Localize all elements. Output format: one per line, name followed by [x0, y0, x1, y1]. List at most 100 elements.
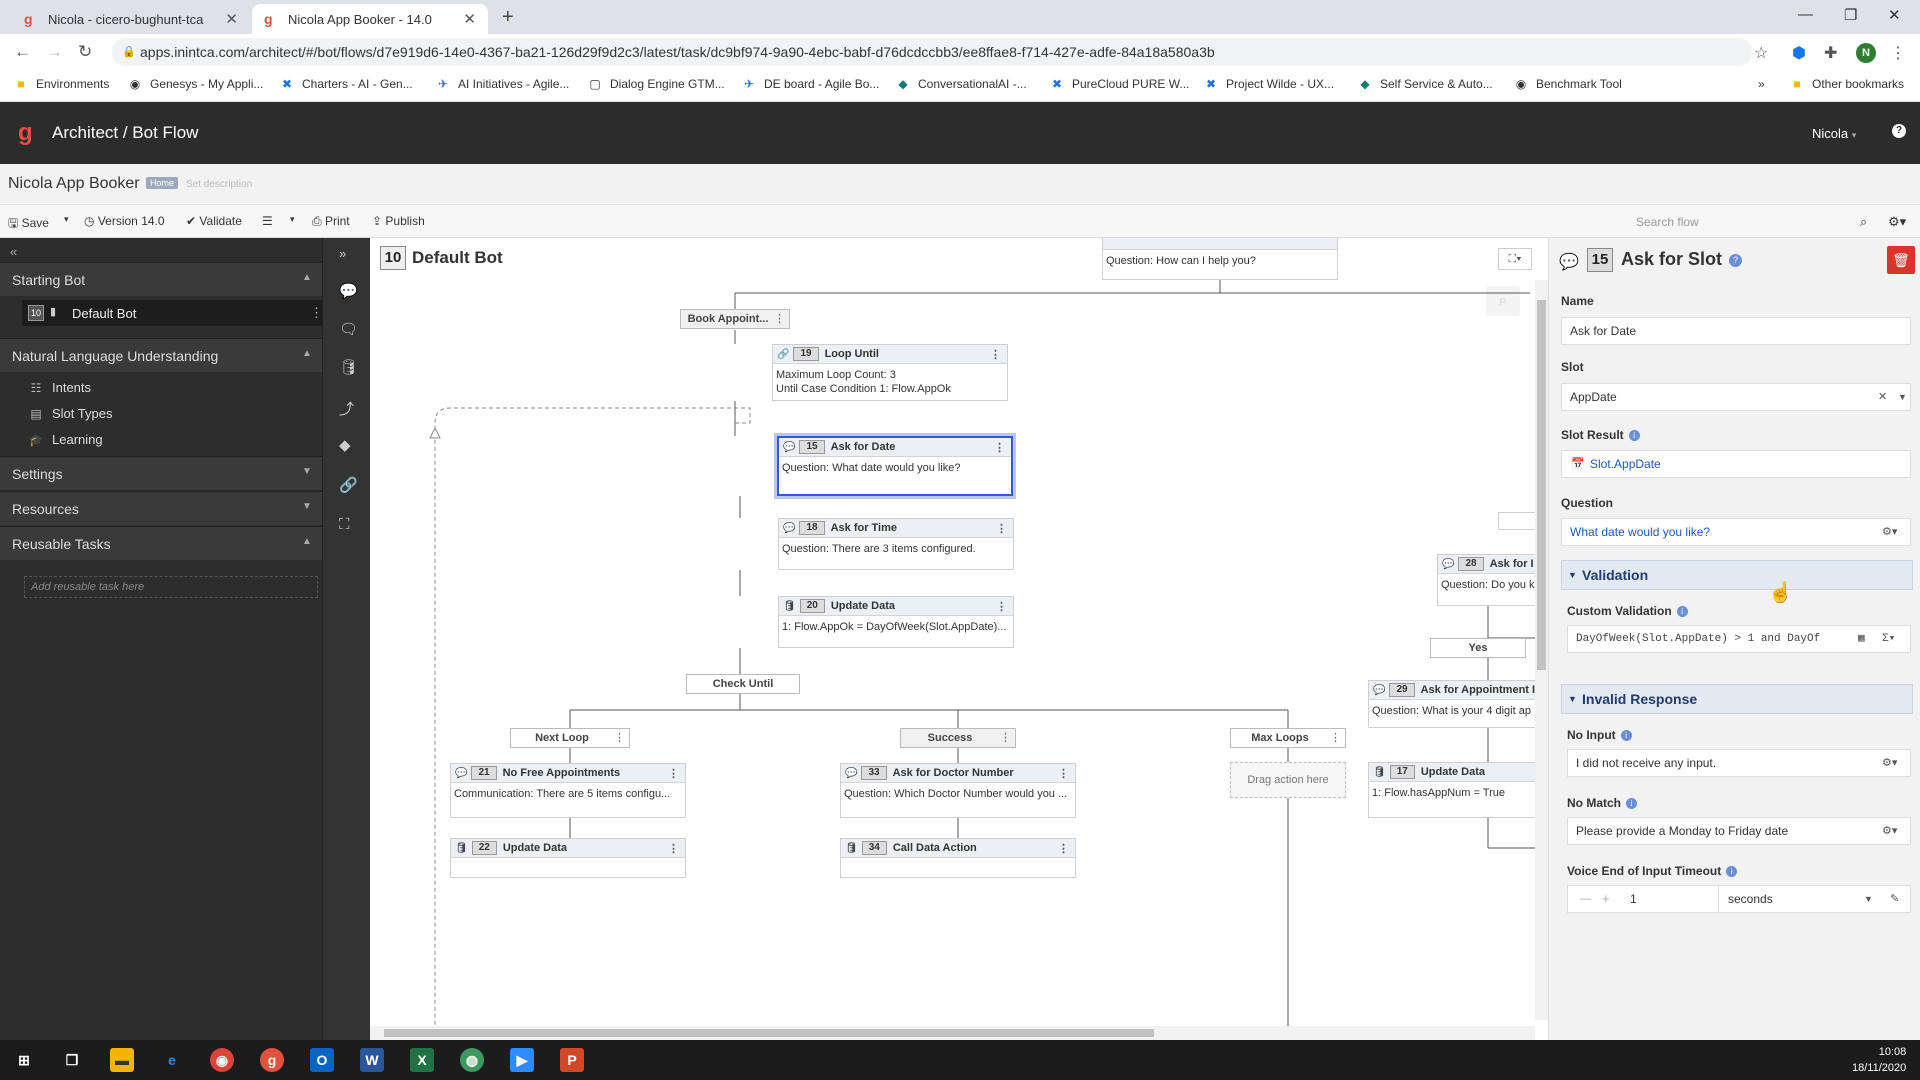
path-yes[interactable]: Yes	[1430, 638, 1526, 658]
save-button[interactable]: 🖫 Save	[8, 214, 49, 235]
question-input[interactable]: What date would you like? ⚙▾	[1561, 518, 1911, 546]
decision-icon[interactable]: ◆	[339, 437, 351, 454]
outlook-icon[interactable]: O	[310, 1048, 334, 1072]
bookmark-item[interactable]: ✖PureCloud PURE W...	[1050, 77, 1189, 91]
new-tab-button[interactable]: +	[502, 6, 514, 28]
sidebar-item-slot-types[interactable]: ▤Slot Types	[28, 406, 112, 421]
drag-action-dropzone[interactable]: Drag action here	[1230, 762, 1346, 798]
search-flow-input[interactable]	[1630, 210, 1870, 234]
excel-icon[interactable]: X	[410, 1048, 434, 1072]
no-input-field[interactable]: I did not receive any input. ⚙▾	[1567, 749, 1911, 777]
genesys-app-icon[interactable]: ɡ	[260, 1048, 284, 1072]
delete-action-button[interactable]: 🗑	[1887, 246, 1915, 274]
close-tab-icon[interactable]: ✕	[225, 11, 238, 28]
vertical-scroll-thumb[interactable]	[1537, 300, 1546, 670]
system-clock[interactable]: 10:08 18/11/2020	[1852, 1044, 1906, 1076]
file-explorer-icon[interactable]: ▬	[110, 1048, 134, 1072]
more-options-icon[interactable]: ⋮	[990, 348, 1001, 361]
more-options-icon[interactable]: ⋮	[996, 522, 1007, 535]
no-match-field[interactable]: Please provide a Monday to Friday date ⚙…	[1567, 817, 1911, 845]
more-options-icon[interactable]: ⋮	[1058, 767, 1069, 780]
list-icon[interactable]: ☰	[262, 214, 273, 228]
more-options-icon[interactable]: ⋮	[1330, 732, 1341, 744]
pencil-icon[interactable]: ✎	[1890, 893, 1900, 905]
clear-icon[interactable]: ✕	[1878, 391, 1888, 403]
search-icon[interactable]: ⌕	[1860, 214, 1868, 229]
section-nlu[interactable]: Natural Language Understanding ▲	[0, 338, 322, 372]
sidebar-item-learning[interactable]: 🎓Learning	[28, 432, 103, 447]
section-starting-bot[interactable]: Starting Bot ▲	[0, 262, 322, 296]
bookmark-item[interactable]: ✈DE board - Agile Bo...	[742, 77, 879, 91]
browser-menu-icon[interactable]: ⋮	[1890, 45, 1906, 62]
user-menu[interactable]: Nicola ▾	[1812, 126, 1856, 141]
path-book-appointment[interactable]: Book Appoint...⋮	[680, 309, 790, 329]
more-options-icon[interactable]: ⋮	[668, 767, 679, 780]
add-reusable-task-dropzone[interactable]: Add reusable task here	[24, 576, 318, 598]
minus-icon[interactable]: —	[1580, 893, 1591, 905]
horizontal-scrollbar[interactable]	[370, 1026, 1535, 1040]
zoom-search-icon[interactable]: ⌕	[1486, 286, 1520, 316]
more-options-icon[interactable]: ⋮	[1058, 842, 1069, 855]
sigma-icon[interactable]: Σ▾	[1882, 626, 1896, 652]
close-window-icon[interactable]: ✕	[1888, 7, 1901, 24]
more-options-icon[interactable]: ⋮	[994, 441, 1005, 454]
expand-toolbox-icon[interactable]: »	[339, 246, 347, 261]
url-field[interactable]: 🔒 apps.inintca.com/architect/#/bot/flows…	[112, 38, 1752, 66]
collapse-sidebar-icon[interactable]: «	[10, 244, 18, 259]
bookmark-star-icon[interactable]: ☆	[1754, 45, 1769, 62]
settings-gear-icon[interactable]: ⚙▾	[1888, 214, 1907, 229]
more-options-icon[interactable]: ⋮	[668, 842, 679, 855]
bookmark-item[interactable]: ◆ConversationalAI -...	[896, 77, 1026, 91]
set-description-link[interactable]: Set description	[186, 179, 253, 190]
more-options-icon[interactable]: ⋮	[310, 305, 323, 320]
close-tab-icon[interactable]: ✕	[463, 11, 476, 28]
slot-result-field[interactable]: 📅 Slot.AppDate	[1561, 450, 1911, 478]
bookmark-item[interactable]: ▢Dialog Engine GTM...	[588, 77, 724, 91]
breadcrumb[interactable]: Architect / Bot Flow	[52, 123, 199, 142]
more-options-icon[interactable]: ⋮	[614, 732, 625, 744]
more-options-icon[interactable]: ⋮	[996, 600, 1007, 613]
info-icon[interactable]: i	[1620, 729, 1632, 741]
layout-menu-button[interactable]: ⛶▾	[1498, 248, 1532, 270]
globe-app-icon[interactable]: ◍	[460, 1048, 484, 1072]
save-dropdown-icon[interactable]: ▾	[64, 214, 69, 224]
flow-icon[interactable]: ⤴	[339, 401, 355, 418]
data-icon[interactable]: 🛢	[339, 359, 359, 376]
more-options-icon[interactable]: ⋮	[774, 313, 785, 325]
path-success[interactable]: Success⋮	[900, 728, 1016, 748]
info-icon[interactable]: i	[1626, 797, 1637, 809]
communicate-icon[interactable]: 🗨	[339, 321, 359, 338]
reload-icon[interactable]: ↻	[78, 42, 93, 61]
link-icon[interactable]: 🔗	[339, 477, 358, 494]
vertical-scrollbar[interactable]	[1535, 280, 1548, 1020]
path-max-loops[interactable]: Max Loops⋮	[1230, 728, 1346, 748]
timeout-stepper[interactable]: — + 1 seconds ▼ ✎	[1567, 885, 1911, 913]
zoom-icon[interactable]: ▶	[510, 1048, 534, 1072]
flow-node-top-question[interactable]: Question: How can I help you?	[1102, 238, 1338, 280]
slot-select[interactable]: AppDate ✕ ▼	[1561, 383, 1911, 411]
section-reusable-tasks[interactable]: Reusable Tasks ▲	[0, 526, 322, 560]
name-input[interactable]: Ask for Date	[1561, 317, 1911, 345]
chevron-down-icon[interactable]: ▼	[1898, 392, 1907, 402]
other-bookmarks[interactable]: ■Other bookmarks	[1790, 77, 1904, 91]
powerpoint-icon[interactable]: P	[560, 1048, 584, 1072]
internet-explorer-icon[interactable]: e	[168, 1052, 176, 1068]
flow-node-partial[interactable]	[1498, 512, 1538, 530]
timeout-value[interactable]: 1	[1630, 892, 1637, 906]
chevron-down-icon[interactable]: ▼	[1864, 894, 1873, 904]
profile-avatar[interactable]: N	[1856, 43, 1876, 63]
info-icon[interactable]: i	[1726, 865, 1738, 877]
extension-icon[interactable]: ⬢	[1792, 45, 1806, 62]
bookmark-item[interactable]: ◉Genesys - My Appli...	[128, 77, 264, 91]
task-view-icon[interactable]: ❐	[65, 1052, 79, 1068]
help-icon[interactable]: ?	[1892, 124, 1906, 138]
print-button[interactable]: ⎙ Print	[312, 214, 350, 229]
path-check-until[interactable]: Check Until	[686, 674, 800, 694]
windows-start-icon[interactable]: ⊞	[18, 1052, 30, 1068]
